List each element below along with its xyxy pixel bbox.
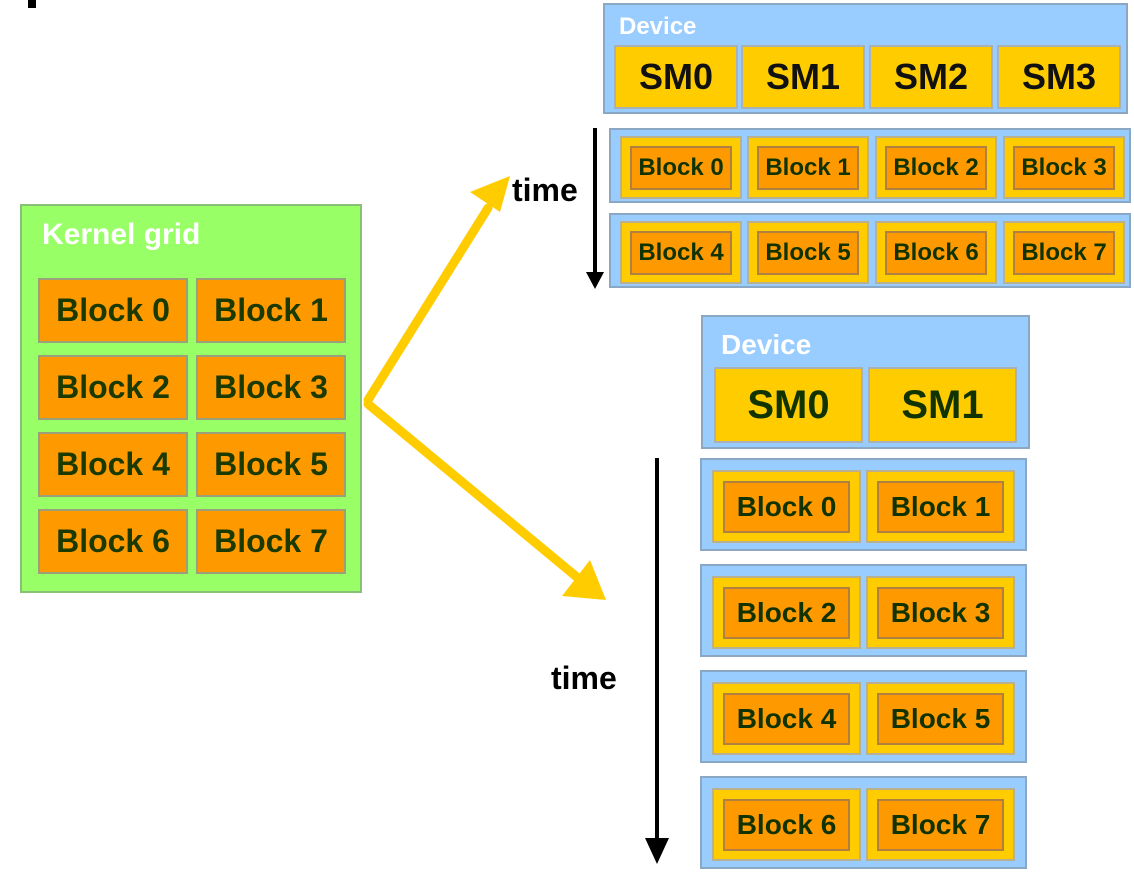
corner-mark	[28, 0, 36, 8]
sm-slot: Block 7	[866, 788, 1015, 861]
kernel-block: Block 4	[38, 432, 188, 497]
kernel-block: Block 6	[38, 509, 188, 574]
device-panel-2sm: Device SM0 SM1	[701, 315, 1030, 449]
sm-slot: Block 3	[866, 576, 1015, 649]
sm-slot: Block 6	[875, 221, 997, 284]
sm-cell: SM2	[869, 45, 993, 109]
device-title: Device	[619, 13, 697, 40]
scheduled-block: Block 4	[723, 693, 850, 745]
sm-cell: SM0	[614, 45, 738, 109]
scheduled-block: Block 5	[877, 693, 1004, 745]
sm-cell: SM0	[714, 367, 863, 443]
kernel-block: Block 1	[196, 278, 346, 343]
scheduled-block: Block 2	[885, 146, 987, 190]
sm-slot: Block 4	[620, 221, 742, 284]
scheduled-block: Block 1	[877, 481, 1004, 533]
kernel-block: Block 3	[196, 355, 346, 420]
scheduled-block: Block 3	[877, 587, 1004, 639]
sm-slot: Block 2	[875, 136, 997, 199]
kernel-block: Block 2	[38, 355, 188, 420]
sm-slot: Block 1	[747, 136, 869, 199]
sm-slot: Block 0	[620, 136, 742, 199]
kernel-block: Block 5	[196, 432, 346, 497]
scheduled-block: Block 4	[630, 231, 732, 275]
time-arrowhead-upper	[586, 272, 604, 289]
dispatch-arrowhead-upper	[470, 176, 510, 212]
schedule-row: Block 2 Block 3	[700, 564, 1027, 657]
time-arrowhead-lower	[645, 838, 669, 864]
sm-slot: Block 7	[1003, 221, 1125, 284]
dispatch-arrowhead-lower	[562, 560, 606, 600]
schedule-row: Block 4 Block 5	[700, 670, 1027, 763]
sm-slot: Block 1	[866, 470, 1015, 543]
kernel-block: Block 0	[38, 278, 188, 343]
sm-cell: SM1	[868, 367, 1017, 443]
kernel-block: Block 7	[196, 509, 346, 574]
sm-slot: Block 3	[1003, 136, 1125, 199]
device-title: Device	[721, 329, 812, 360]
time-label: time	[551, 660, 617, 696]
sm-slot: Block 6	[712, 788, 861, 861]
dispatch-arrow-lower	[363, 399, 583, 583]
scheduled-block: Block 1	[757, 146, 859, 190]
scheduled-block: Block 2	[723, 587, 850, 639]
sm-cell: SM3	[997, 45, 1121, 109]
kernel-grid-title: Kernel grid	[42, 218, 201, 251]
kernel-grid: Kernel grid Block 0 Block 1 Block 2 Bloc…	[20, 204, 362, 593]
sm-slot: Block 4	[712, 682, 861, 755]
schedule-row: Block 0 Block 1 Block 2 Block 3	[609, 128, 1131, 203]
scheduled-block: Block 6	[723, 799, 850, 851]
scheduled-block: Block 6	[885, 231, 987, 275]
sm-slot: Block 5	[866, 682, 1015, 755]
sm-slot: Block 2	[712, 576, 861, 649]
device-panel-4sm: Device SM0 SM1 SM2 SM3	[603, 3, 1128, 114]
scheduled-block: Block 0	[723, 481, 850, 533]
time-label: time	[512, 172, 578, 208]
schedule-row: Block 6 Block 7	[700, 776, 1027, 869]
scheduled-block: Block 5	[757, 231, 859, 275]
schedule-row: Block 0 Block 1	[700, 458, 1027, 551]
sm-slot: Block 0	[712, 470, 861, 543]
schedule-row: Block 4 Block 5 Block 6 Block 7	[609, 213, 1131, 288]
scheduled-block: Block 3	[1013, 146, 1115, 190]
scheduled-block: Block 7	[1013, 231, 1115, 275]
sm-cell: SM1	[741, 45, 865, 109]
dispatch-arrow-upper	[363, 203, 493, 405]
scheduled-block: Block 7	[877, 799, 1004, 851]
sm-slot: Block 5	[747, 221, 869, 284]
scheduled-block: Block 0	[630, 146, 732, 190]
